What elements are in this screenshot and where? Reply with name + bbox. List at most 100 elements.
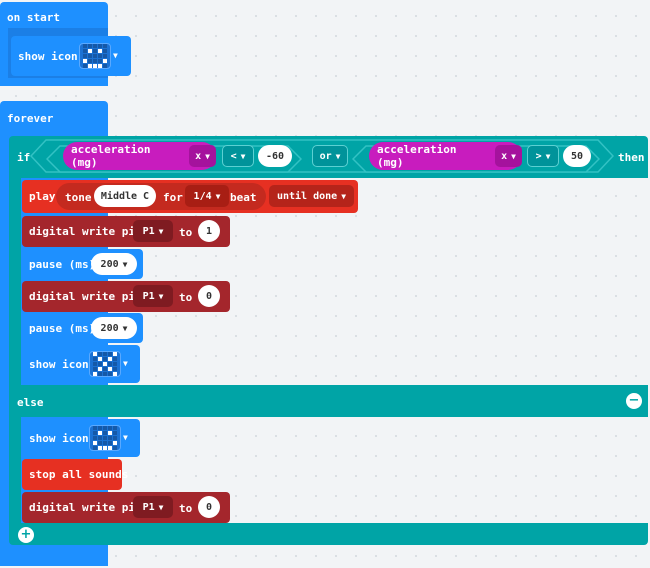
to-label: to (179, 226, 193, 239)
acceleration-label: acceleration (mg) (71, 143, 151, 169)
x-icon[interactable] (89, 351, 121, 377)
show-icon-label: show icon (18, 49, 78, 63)
led-pixel (103, 64, 107, 68)
happy-face-icon[interactable] (89, 425, 121, 451)
led-pixel (98, 44, 102, 48)
led-pixel (93, 49, 97, 53)
pause-label: pause (ms) (29, 321, 96, 335)
led-pixel (113, 352, 117, 356)
pin-dropdown-1[interactable]: P1▼ (133, 220, 173, 242)
led-pixel (98, 372, 102, 376)
led-pixel (103, 426, 107, 430)
pause-value: 200 (100, 322, 119, 334)
pin-dropdown-3[interactable]: P1▼ (133, 496, 173, 518)
stop-all-sounds-block[interactable]: stop all sounds (22, 459, 128, 490)
led-pixel (93, 431, 97, 435)
digital-write-block-2[interactable]: digital write pin (22, 281, 230, 312)
led-pixel (88, 59, 92, 63)
led-pixel (113, 436, 117, 440)
led-pixel (103, 446, 107, 450)
led-pixel (88, 54, 92, 58)
axis-dropdown[interactable]: x▼ (189, 145, 216, 167)
led-pixel (83, 59, 87, 63)
led-pixel (93, 367, 97, 371)
chevron-down-icon: ▼ (205, 151, 210, 161)
chevron-down-icon: ▼ (335, 151, 341, 161)
else-block[interactable] (9, 385, 648, 417)
pin-value-input-1[interactable]: 1 (198, 220, 220, 242)
led-pixel (108, 426, 112, 430)
pause-input-2[interactable]: 200▼ (91, 317, 137, 339)
led-pixel (103, 352, 107, 356)
icon-dropdown-chevron-icon[interactable]: ▼ (123, 433, 128, 442)
led-pixel (108, 362, 112, 366)
led-pixel (98, 49, 102, 53)
note-input[interactable]: Middle C (94, 185, 156, 207)
led-pixel (113, 367, 117, 371)
led-pixel (88, 44, 92, 48)
axis-dropdown[interactable]: x▼ (495, 145, 522, 167)
play-label: play (29, 190, 56, 203)
chevron-down-icon: ▼ (122, 259, 128, 269)
digital-write-block-1[interactable]: digital write pin (22, 216, 230, 247)
threshold-input-1[interactable]: -60 (258, 145, 292, 167)
icon-dropdown-chevron-icon[interactable]: ▼ (123, 359, 128, 368)
beat-value: 1/4 (193, 190, 212, 202)
chevron-down-icon: ▼ (158, 502, 164, 512)
add-else-if-icon[interactable]: + (18, 527, 34, 543)
pause-input-1[interactable]: 200▼ (91, 253, 137, 275)
pin-dropdown-2[interactable]: P1▼ (133, 285, 173, 307)
led-pixel (93, 59, 97, 63)
acceleration-x-block-2[interactable]: acceleration (mg) x▼ (369, 142, 522, 170)
acceleration-label: acceleration (mg) (377, 143, 457, 169)
acceleration-x-block-1[interactable]: acceleration (mg) x▼ (63, 142, 216, 170)
mode-value: until done (276, 190, 338, 202)
led-pixel (103, 357, 107, 361)
led-pixel (98, 367, 102, 371)
icon-dropdown-chevron-icon[interactable]: ▼ (113, 51, 118, 60)
beat-label: beat (230, 191, 257, 204)
led-pixel (103, 59, 107, 63)
operator-value: > (535, 150, 542, 162)
then-label: then (618, 151, 645, 164)
or-dropdown[interactable]: or▼ (312, 145, 348, 167)
led-pixel (83, 54, 87, 58)
tone-reporter[interactable] (56, 183, 266, 210)
chevron-down-icon: ▼ (122, 323, 128, 333)
pause-label: pause (ms) (29, 257, 96, 271)
led-pixel (98, 59, 102, 63)
show-icon-label: show icon (29, 431, 89, 445)
led-pixel (108, 441, 112, 445)
digital-write-label: digital write pin (29, 290, 142, 303)
chevron-down-icon: ▼ (240, 151, 246, 161)
led-pixel (113, 441, 117, 445)
led-pixel (98, 64, 102, 68)
digital-write-label: digital write pin (29, 501, 142, 514)
led-pixel (108, 436, 112, 440)
happy-face-icon[interactable] (79, 43, 111, 69)
pin-value-input-3[interactable]: 0 (198, 496, 220, 518)
pin-value-input-2[interactable]: 0 (198, 285, 220, 307)
digital-write-block-3[interactable]: digital write pin (22, 492, 230, 523)
play-mode-dropdown[interactable]: until done▼ (269, 185, 354, 207)
led-pixel (93, 441, 97, 445)
led-pixel (108, 357, 112, 361)
led-pixel (98, 362, 102, 366)
led-pixel (93, 426, 97, 430)
beat-dropdown[interactable]: 1/4▼ (185, 185, 229, 207)
operator-dropdown-lt[interactable]: <▼ (222, 145, 254, 167)
on-start-show-icon-block[interactable]: show icon (11, 36, 131, 76)
remove-else-icon[interactable]: − (626, 393, 642, 409)
chevron-down-icon: ▼ (511, 151, 516, 161)
led-pixel (103, 441, 107, 445)
chevron-down-icon: ▼ (545, 151, 551, 161)
threshold-input-2[interactable]: 50 (563, 145, 591, 167)
else-label: else (17, 396, 44, 409)
or-value: or (319, 150, 332, 162)
led-pixel (113, 431, 117, 435)
led-pixel (88, 49, 92, 53)
else-block-body-left (9, 417, 21, 523)
operator-dropdown-gt[interactable]: >▼ (527, 145, 559, 167)
if-block-footer (9, 523, 648, 545)
operator-value: < (230, 150, 237, 162)
